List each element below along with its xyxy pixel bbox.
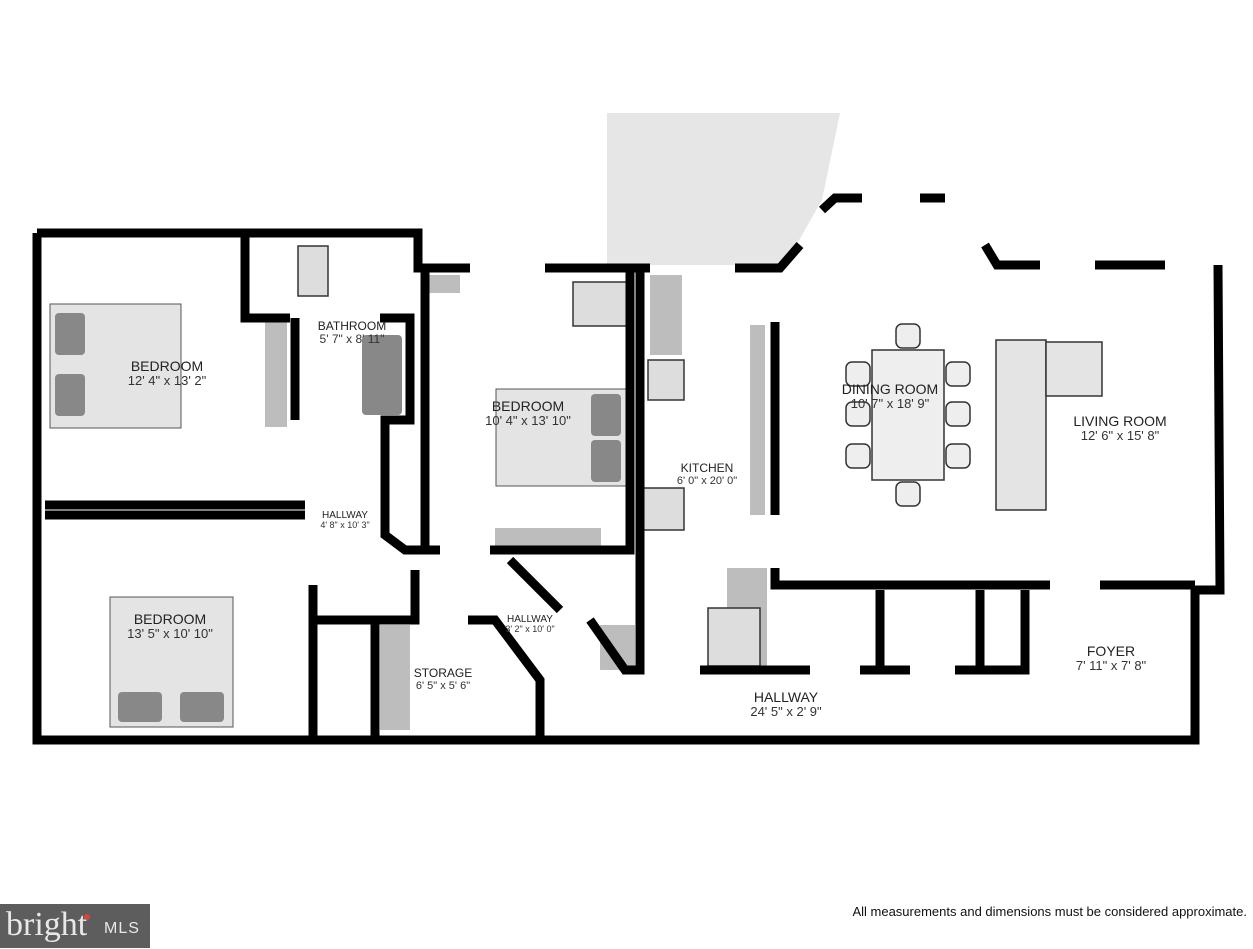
fridge [572, 281, 628, 327]
room-name: BEDROOM [130, 358, 204, 374]
room-name: STORAGE [413, 666, 473, 680]
room-dims: 6' 5" x 5' 6" [415, 680, 471, 693]
room-dims: 3' 2" x 10' 0" [505, 624, 555, 634]
room-dims: 4' 8" x 10' 3" [320, 520, 370, 530]
room-name: FOYER [1086, 643, 1136, 659]
room-dims: 12' 6" x 15' 8" [1080, 428, 1160, 444]
room-name: HALLWAY [507, 614, 553, 625]
room-dims: 7' 11" x 7' 8" [1075, 658, 1147, 674]
room-dims: 5' 7" x 8' 11" [319, 332, 385, 347]
room-name: KITCHEN [680, 461, 734, 475]
room-name: BATHROOM [317, 319, 387, 333]
logo-dot [84, 914, 90, 920]
washer [707, 607, 761, 667]
room-name: LIVING ROOM [1073, 413, 1167, 429]
room-name: DINING ROOM [841, 381, 939, 397]
pillows [55, 313, 621, 722]
patio [607, 113, 840, 265]
logo-suffix: MLS [104, 920, 140, 937]
walls [32, 193, 1225, 745]
room-dims: 12' 4" x 13' 2" [127, 373, 207, 389]
room-name: HALLWAY [753, 689, 819, 705]
sink [647, 359, 685, 401]
stove [637, 487, 685, 531]
room-name: BEDROOM [491, 398, 565, 414]
room-dims: 10' 4" x 13' 10" [485, 413, 571, 429]
sofa [995, 339, 1103, 511]
kitchen-appliances [297, 245, 761, 667]
disclaimer: All measurements and dimensions must be … [852, 904, 1247, 919]
room-dims: 13' 5" x 10' 10" [127, 626, 213, 642]
vanity [297, 245, 329, 297]
room-dims: 10' 7" x 18' 9" [850, 396, 930, 412]
dining-set [845, 323, 971, 507]
room-name: BEDROOM [133, 611, 207, 627]
room-dims: 6' 0" x 20' 0" [676, 475, 738, 488]
room-dims: 24' 5" x 2' 9" [750, 704, 822, 720]
logo-brand: bright [6, 906, 88, 943]
dining-table [871, 349, 945, 481]
bright-mls-logo: bright MLS [0, 904, 150, 948]
room-name: HALLWAY [322, 510, 368, 521]
